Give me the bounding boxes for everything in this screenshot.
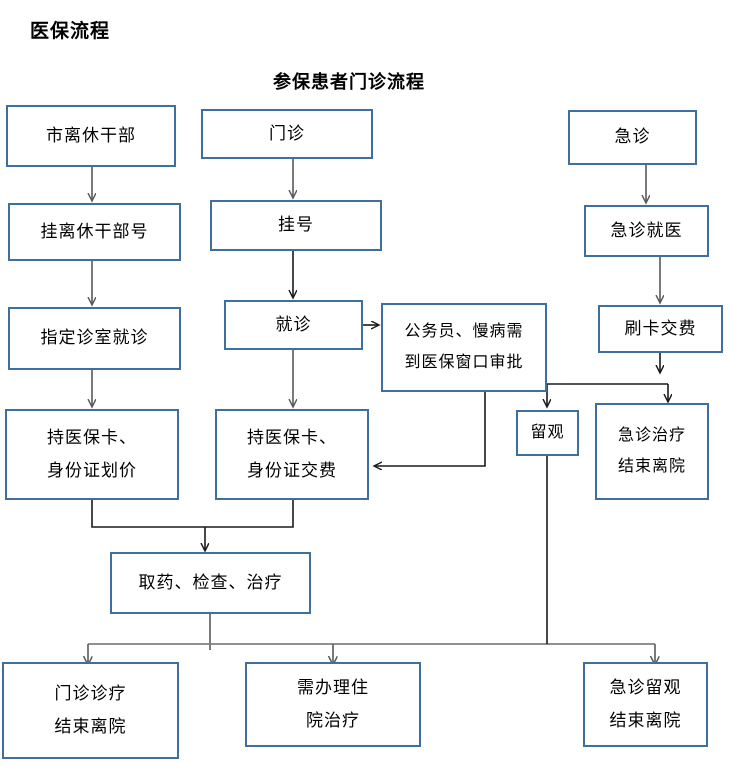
node-label: 取药、检查、治疗 <box>138 572 283 592</box>
node-label: 挂号 <box>278 215 314 235</box>
node-label-line1: 持医保卡、 <box>247 428 337 448</box>
connector-gongwuyuan-to-jiaofei <box>375 391 486 466</box>
connector-merge-to-quyao-bus <box>91 499 294 528</box>
chart-subtitle: 参保患者门诊流程 <box>273 72 425 92</box>
node-jiuzhen[interactable]: 就诊 <box>224 300 363 350</box>
node-jizhenzhiliao[interactable]: 急诊治疗 结束离院 <box>595 403 709 500</box>
node-jizhenjiuyi[interactable]: 急诊就医 <box>584 205 709 257</box>
node-label: 门诊 <box>269 123 305 143</box>
node-label-line2: 身份证交费 <box>247 460 337 480</box>
node-label-line1: 门诊诊疗 <box>54 684 127 704</box>
node-label: 就诊 <box>275 314 312 334</box>
node-label-line1: 需办理住 <box>297 678 369 698</box>
node-menzhenzhenliao[interactable]: 门诊诊疗 结束离院 <box>2 662 179 759</box>
node-zhidingzhenshi[interactable]: 指定诊室就诊 <box>8 307 181 370</box>
node-label-line1: 急诊治疗 <box>617 427 686 445</box>
node-guahao[interactable]: 挂号 <box>210 200 382 251</box>
node-label-line2: 院治疗 <box>306 710 360 730</box>
node-label-line1: 持医保卡、 <box>47 428 137 448</box>
node-liuguan[interactable]: 留观 <box>516 410 579 456</box>
node-xubanlizhuyuan[interactable]: 需办理住 院治疗 <box>245 662 421 747</box>
node-label-line1: 公务员、慢病需 <box>404 323 524 341</box>
node-quyao[interactable]: 取药、检查、治疗 <box>110 552 311 614</box>
node-chiyibaoka-jiaofei[interactable]: 持医保卡、 身份证交费 <box>215 409 369 500</box>
node-label: 挂离休干部号 <box>40 221 149 241</box>
node-label: 刷卡交费 <box>624 318 697 338</box>
node-label-line2: 结束离院 <box>54 716 127 736</box>
node-label-line2: 身份证划价 <box>47 460 137 480</box>
node-shilixiu[interactable]: 市离休干部 <box>6 105 176 167</box>
node-label: 市离休干部 <box>46 125 136 145</box>
node-jizhen[interactable]: 急诊 <box>568 110 697 165</box>
node-menzhen[interactable]: 门诊 <box>201 109 373 159</box>
node-jizhenliuguan[interactable]: 急诊留观 结束离院 <box>583 662 708 747</box>
node-chiyibaoka-huajia[interactable]: 持医保卡、 身份证划价 <box>5 409 179 500</box>
node-gongwuyuan[interactable]: 公务员、慢病需 到医保窗口审批 <box>381 303 547 392</box>
node-label-line2: 结束离院 <box>617 457 686 475</box>
node-label: 急诊就医 <box>610 220 683 240</box>
node-label-line2: 到医保窗口审批 <box>404 353 524 371</box>
node-gualixiuhao[interactable]: 挂离休干部号 <box>8 203 181 261</box>
node-label: 指定诊室就诊 <box>40 328 149 348</box>
node-label: 留观 <box>530 423 565 441</box>
node-label-line1: 急诊留观 <box>609 678 682 698</box>
node-label-line2: 结束离院 <box>609 710 682 730</box>
node-label: 急诊 <box>614 127 651 147</box>
node-shuakajiaofei[interactable]: 刷卡交费 <box>598 305 723 353</box>
page-title: 医保流程 <box>30 21 111 42</box>
